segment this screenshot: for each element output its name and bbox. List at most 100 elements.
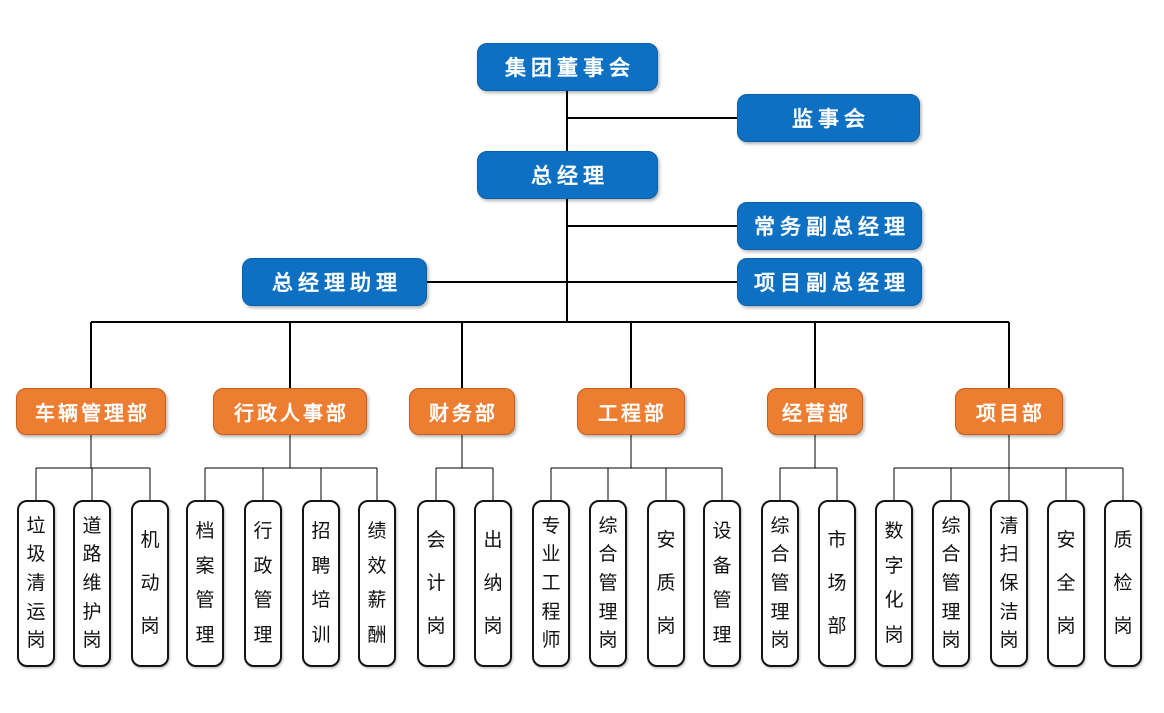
label-char: 聘 <box>311 555 331 577</box>
label-char: 字 <box>884 555 904 577</box>
label-char: 路 <box>82 544 102 566</box>
label-char: 维 <box>82 572 102 594</box>
node-project-deputy-gm: 项目副总经理 <box>737 258 922 306</box>
label-char: 工 <box>541 572 561 594</box>
label-char: 岗 <box>1056 616 1076 637</box>
label-char: 管 <box>941 572 961 594</box>
node-pos-safety-quality: 安质岗 <box>647 500 685 667</box>
label-char: 招 <box>311 521 331 543</box>
label-char: 扫 <box>999 544 1019 566</box>
label-char: 综 <box>598 515 618 537</box>
node-dept-project: 项目部 <box>955 388 1063 435</box>
label-char: 质 <box>656 573 676 594</box>
label-char: 清 <box>26 572 46 594</box>
node-dept-vehicle-management: 车辆管理部 <box>16 388 166 435</box>
node-pos-general-management-eng: 综合管理岗 <box>589 500 627 667</box>
node-pos-cashier: 出纳岗 <box>474 500 512 667</box>
label-char: 综 <box>941 515 961 537</box>
label-char: 岗 <box>884 624 904 646</box>
label-char: 场 <box>827 573 847 594</box>
node-supervisory-board: 监事会 <box>737 94 920 142</box>
label-char: 岗 <box>770 630 790 652</box>
node-pos-archives-management: 档案管理 <box>186 500 224 667</box>
label-char: 政 <box>253 555 273 577</box>
label-char: 纳 <box>483 573 503 594</box>
label-char: 圾 <box>26 544 46 566</box>
label-char: 设 <box>712 521 732 543</box>
label-char: 全 <box>1056 573 1076 594</box>
label-char: 管 <box>253 590 273 612</box>
label-char: 理 <box>598 601 618 623</box>
label-char: 部 <box>827 616 847 637</box>
label-char: 质 <box>1113 530 1133 551</box>
label-char: 岗 <box>140 616 160 637</box>
node-dept-admin-hr: 行政人事部 <box>213 388 367 435</box>
label-char: 运 <box>26 601 46 623</box>
label-char: 管 <box>712 590 732 612</box>
node-pos-road-maintenance: 道路维护岗 <box>73 500 111 667</box>
label-char: 理 <box>195 624 215 646</box>
label-char: 保 <box>999 572 1019 594</box>
node-pos-performance-compensation: 绩效薪酬 <box>358 500 396 667</box>
label-char: 管 <box>770 572 790 594</box>
label-char: 合 <box>598 544 618 566</box>
label-char: 备 <box>712 555 732 577</box>
node-gm-assistant: 总经理助理 <box>242 258 427 306</box>
label-char: 岗 <box>1113 616 1133 637</box>
node-group-board: 集团董事会 <box>477 43 658 91</box>
label-char: 理 <box>770 601 790 623</box>
label-char: 洁 <box>999 601 1019 623</box>
label-char: 行 <box>253 521 273 543</box>
label-char: 岗 <box>483 616 503 637</box>
node-pos-digitalization: 数字化岗 <box>875 500 913 667</box>
label-char: 计 <box>426 573 446 594</box>
node-pos-cleaning: 清扫保洁岗 <box>990 500 1028 667</box>
label-char: 薪 <box>367 590 387 612</box>
label-char: 安 <box>656 530 676 551</box>
label-char: 市 <box>827 530 847 551</box>
label-char: 业 <box>541 544 561 566</box>
node-pos-professional-engineer: 专业工程师 <box>532 500 570 667</box>
node-pos-mobile: 机动岗 <box>131 500 169 667</box>
label-char: 岗 <box>999 630 1019 652</box>
label-char: 管 <box>195 590 215 612</box>
label-char: 岗 <box>82 630 102 652</box>
label-char: 道 <box>82 515 102 537</box>
label-char: 岗 <box>426 616 446 637</box>
node-pos-accountant: 会计岗 <box>417 500 455 667</box>
label-char: 合 <box>941 544 961 566</box>
label-char: 理 <box>253 624 273 646</box>
label-char: 训 <box>311 624 331 646</box>
label-char: 机 <box>140 530 160 551</box>
label-char: 合 <box>770 544 790 566</box>
label-char: 清 <box>999 515 1019 537</box>
label-char: 案 <box>195 555 215 577</box>
node-pos-garbage-collection: 垃圾清运岗 <box>17 500 55 667</box>
label-char: 安 <box>1056 530 1076 551</box>
label-char: 动 <box>140 573 160 594</box>
label-char: 绩 <box>367 521 387 543</box>
label-char: 专 <box>541 515 561 537</box>
node-general-manager: 总经理 <box>477 151 658 199</box>
label-char: 化 <box>884 590 904 612</box>
label-char: 管 <box>598 572 618 594</box>
node-pos-safety: 安全岗 <box>1047 500 1085 667</box>
label-char: 档 <box>195 521 215 543</box>
label-char: 岗 <box>26 630 46 652</box>
label-char: 岗 <box>656 616 676 637</box>
node-pos-general-management-ops: 综合管理岗 <box>761 500 799 667</box>
node-pos-recruitment-training: 招聘培训 <box>302 500 340 667</box>
node-executive-deputy-gm: 常务副总经理 <box>737 202 922 250</box>
label-char: 护 <box>82 601 102 623</box>
label-char: 垃 <box>26 515 46 537</box>
node-dept-finance: 财务部 <box>409 388 515 435</box>
label-char: 岗 <box>598 630 618 652</box>
node-pos-equipment-management: 设备管理 <box>703 500 741 667</box>
node-pos-general-management-proj: 综合管理岗 <box>932 500 970 667</box>
label-char: 理 <box>941 601 961 623</box>
label-char: 数 <box>884 521 904 543</box>
label-char: 岗 <box>941 630 961 652</box>
label-char: 程 <box>541 601 561 623</box>
